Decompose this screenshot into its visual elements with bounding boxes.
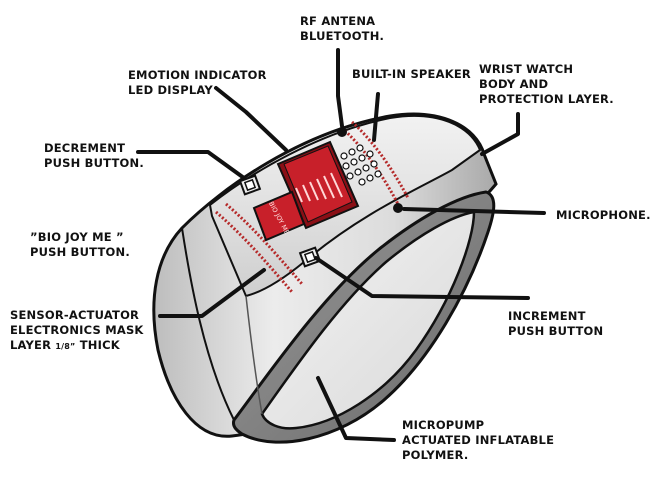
leader-increment xyxy=(314,256,530,300)
speaker-grille xyxy=(340,144,382,186)
label-bio-joy-me: ”BIO JOY ME ” PUSH BUTTON. xyxy=(30,230,130,259)
leader-rf-antenna xyxy=(336,48,344,128)
label-wrist-watch: WRIST WATCH BODY AND PROTECTION LAYER. xyxy=(479,62,614,106)
rf-antenna-dot xyxy=(337,127,347,137)
band-seam-left xyxy=(181,227,235,421)
leader-speaker xyxy=(372,92,380,142)
label-increment: INCREMENT PUSH BUTTON xyxy=(508,309,604,338)
increment-button[interactable] xyxy=(298,246,322,268)
label-decrement: DECREMENT PUSH BUTTON. xyxy=(44,141,144,170)
leader-lines xyxy=(136,48,546,442)
leader-decrement xyxy=(136,150,246,180)
label-rf-antenna: RF ANTENA BLUETOOTH. xyxy=(300,14,385,43)
leader-sensor xyxy=(158,268,266,318)
band-inner-cavity xyxy=(260,210,476,430)
label-emotion-indicator: EMOTION INDICATOR LED DISPLAY xyxy=(128,68,267,97)
leader-emotion-led xyxy=(214,86,288,152)
decrement-button[interactable] xyxy=(238,174,262,196)
leader-microphone xyxy=(402,207,546,215)
label-built-in-speaker: BUILT-IN SPEAKER xyxy=(352,67,471,81)
band-seam-inner xyxy=(245,295,263,415)
microphone-dot xyxy=(393,203,403,213)
bio-joy-me-button[interactable]: BIO JOY ME xyxy=(252,190,306,242)
label-sensor-actuator: SENSOR-ACTUATOR ELECTRONICS MASK LAYER 1… xyxy=(10,308,144,352)
label-microphone: MICROPHONE. xyxy=(556,208,651,222)
leader-wrist-watch xyxy=(480,112,520,156)
label-micropump: MICROPUMP ACTUATED INFLATABLE POLYMER. xyxy=(402,418,555,462)
leader-micropump xyxy=(316,376,396,442)
